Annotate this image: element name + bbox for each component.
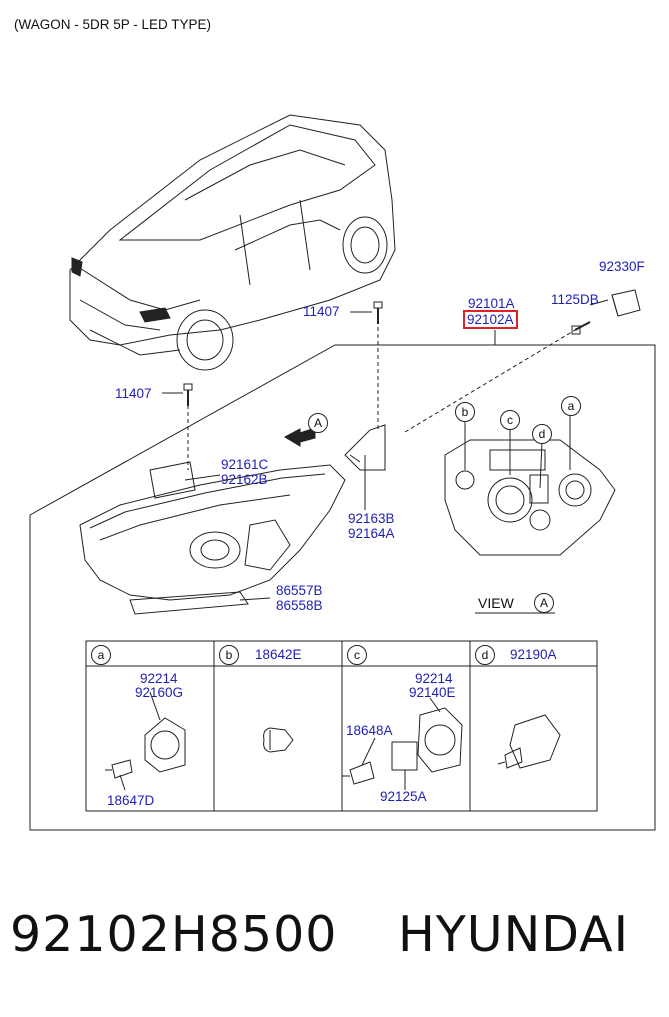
cell-a-part-92160G[interactable]: 92160G — [135, 685, 184, 700]
callout-d: d — [532, 424, 552, 444]
bulb-illustration-b — [263, 727, 294, 753]
callout-c: c — [500, 410, 520, 430]
footer-part-number: 92102H8500 — [10, 906, 338, 963]
car-illustration — [69, 114, 396, 371]
socket-illustration-a — [105, 691, 186, 791]
table-header-tag-a: a — [91, 645, 111, 665]
part-label-92163B[interactable]: 92163B — [348, 511, 395, 526]
part-label-92330F[interactable]: 92330F — [599, 259, 645, 274]
table-header-tag-d: d — [475, 645, 495, 665]
part-label-86558B[interactable]: 86558B — [276, 598, 323, 613]
socket-illustration-c — [342, 697, 463, 790]
module-illustration-d — [497, 714, 561, 769]
cell-a-part-92214[interactable]: 92214 — [140, 671, 178, 686]
headlamp-rear-view — [444, 439, 616, 556]
callout-b: b — [455, 402, 475, 422]
view-marker: A — [534, 593, 554, 613]
footer-brand: HYUNDAI — [398, 906, 630, 963]
part-label-92162B[interactable]: 92162B — [221, 472, 268, 487]
table-header-tag-c: c — [347, 645, 367, 665]
part-label-92164A[interactable]: 92164A — [348, 526, 395, 541]
part-label-92161C[interactable]: 92161C — [221, 457, 269, 472]
part-label-92102A-highlighted[interactable]: 92102A — [463, 310, 518, 329]
cell-a-part-18647D[interactable]: 18647D — [107, 793, 155, 808]
part-label-86557B[interactable]: 86557B — [276, 583, 323, 598]
view-label: VIEW — [478, 595, 514, 611]
cell-c-part-18648A[interactable]: 18648A — [346, 723, 393, 738]
variant-caption: (WAGON - 5DR 5P - LED TYPE) — [14, 17, 212, 32]
table-header-part-d[interactable]: 92190A — [510, 647, 557, 662]
part-label-11407-left[interactable]: 11407 — [115, 386, 152, 401]
callout-a: a — [561, 396, 581, 416]
cell-c-part-92214[interactable]: 92214 — [415, 671, 453, 686]
cell-c-part-92125A[interactable]: 92125A — [380, 789, 427, 804]
cell-c-part-92140E[interactable]: 92140E — [409, 685, 456, 700]
table-header-tag-b: b — [219, 645, 239, 665]
headlamp-assembly — [79, 461, 346, 615]
table-header-part-b[interactable]: 18642E — [255, 647, 302, 662]
arrow-view-marker: A — [308, 413, 328, 433]
part-label-1125DB[interactable]: 1125DB — [551, 292, 599, 307]
part-label-92101A[interactable]: 92101A — [468, 296, 515, 311]
part-label-11407-top[interactable]: 11407 — [303, 304, 340, 319]
